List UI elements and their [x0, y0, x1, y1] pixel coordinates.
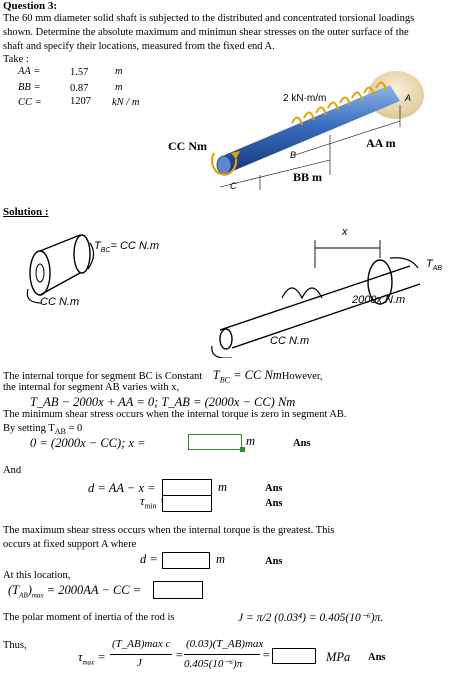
answer-d-min-input[interactable] [162, 479, 212, 496]
solution-line3: The minimum shear stress occurs when the… [3, 409, 347, 420]
sketch-dist: 2000x N.m [352, 294, 406, 306]
sketch-tab: TAB [426, 258, 443, 273]
given-aa-name: AA = [18, 66, 41, 77]
setting-line: By setting TAB = 0 [3, 423, 83, 437]
unit-m-3: m [216, 552, 226, 566]
answer-x-input[interactable] [188, 434, 245, 452]
solution-line2: the internal for segment AB varies with … [3, 382, 180, 393]
point-c: C [230, 181, 237, 191]
sketch-cc-left: CC N.m [40, 296, 80, 308]
given-aa-value: 1.57 [70, 67, 89, 78]
answer-tau-min-input[interactable] [162, 495, 212, 512]
question-text-2: shown. Determine the absolute maximum an… [3, 27, 409, 38]
tau-max-label: τmax = [78, 650, 106, 667]
ans-3: Ans [265, 498, 283, 509]
frac1-den: J [137, 657, 142, 669]
load-label: 2 kN·m/m [283, 93, 327, 104]
polar-eq: J = π/2 (0.03⁴) = 0.405(10⁻⁶)π. [238, 612, 384, 624]
given-cc-value: 1207 [70, 96, 91, 107]
frac1-num: (T_AB)max c [112, 638, 171, 650]
given-aa-unit: m [115, 66, 123, 77]
point-b: B [290, 150, 297, 160]
bb-length-label: BB m [293, 170, 323, 184]
unit-m-1: m [246, 434, 256, 448]
sketch-cc-bottom: CC N.m [270, 335, 310, 347]
ans-2: Ans [265, 483, 283, 494]
eq-tab-max: (TAB)max = 2000AA − CC = [8, 583, 142, 600]
frac2-num: (0.03)(T_AB)max [186, 638, 264, 650]
aa-length-label: AA m [366, 136, 396, 150]
polar-text: The polar moment of inertia of the rod i… [3, 612, 175, 623]
eq-torque-ab: T_AB − 2000x + AA = 0; T_AB = (2000x − C… [30, 395, 296, 409]
unit-m-2: m [218, 480, 228, 494]
d-max-label: d = [140, 552, 158, 566]
eq-zero: 0 = (2000x − CC); x = [30, 436, 146, 450]
answer-d-max-input[interactable] [162, 552, 210, 569]
shaft-body [220, 85, 400, 173]
shaft-figure [211, 71, 424, 190]
question-heading: Question 3: [3, 0, 58, 12]
concentrated-torque-arrow [211, 152, 238, 176]
ans-5: Ans [368, 652, 386, 663]
ans-4: Ans [265, 556, 283, 567]
sketch-tbc: TBC= CC N.m [94, 240, 160, 255]
frac2-bar [184, 654, 260, 655]
unit-mpa: MPa [326, 650, 351, 664]
frac1-bar [110, 654, 172, 655]
given-bb-value: 0.87 [70, 83, 89, 94]
frac2-den: 0.405(10⁻⁶)π [184, 658, 243, 670]
question-text-3: shaft and specify their locations, measu… [3, 41, 275, 52]
answer-tab-max-input[interactable] [153, 581, 203, 599]
given-bb-name: BB = [18, 82, 41, 93]
solution-heading: Solution : [3, 206, 49, 218]
answer-tau-max-input[interactable] [272, 648, 316, 664]
solution-line1: The internal torque for segment BC is Co… [3, 368, 323, 385]
sketch-left [26, 234, 95, 304]
sketch-x: x [342, 226, 348, 238]
given-cc-name: CC = [18, 97, 42, 108]
at-location: At this location, [3, 570, 71, 581]
given-bb-unit: m [115, 82, 123, 93]
given-cc-unit: kN / m [112, 97, 140, 108]
point-a: A [405, 93, 412, 103]
question-text-1: The 60 mm diameter solid shaft is subjec… [3, 13, 415, 24]
sketch-right [211, 240, 421, 358]
distributed-torque-arrows [291, 81, 387, 126]
and-label: And [3, 465, 22, 476]
max-line2: occurs at fixed support A where [3, 539, 137, 550]
eq-d-min: d = AA − x = [88, 481, 156, 495]
thus-label: Thus, [3, 640, 27, 651]
shaft-end-c [216, 155, 232, 175]
ans-1: Ans [293, 438, 311, 449]
cc-torque-label: CC Nm [168, 139, 207, 153]
take-label: Take : [3, 54, 29, 65]
max-line1: The maximum shear stress occurs when the… [3, 525, 335, 536]
